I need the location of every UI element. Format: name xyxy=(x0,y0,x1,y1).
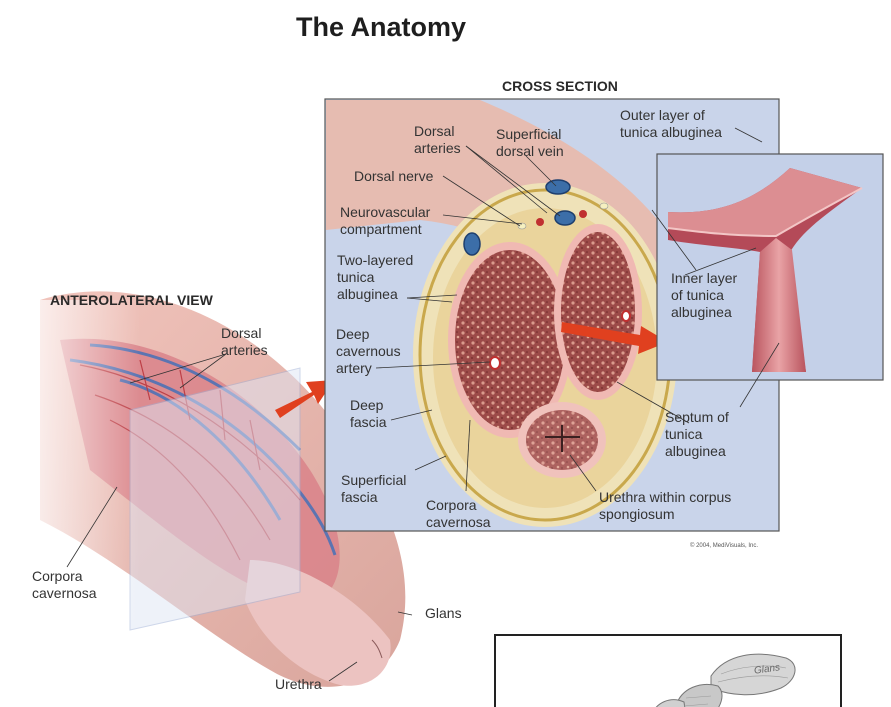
label-urethra: Urethra xyxy=(275,676,322,693)
bottom-figure-frame: Glans xyxy=(494,634,842,707)
cross-section-heading: CROSS SECTION xyxy=(502,78,618,94)
copyright-credit: © 2004, MediVisuals, Inc. xyxy=(690,543,758,549)
label-glans: Glans xyxy=(425,605,462,622)
anterolateral-view-heading: ANTEROLATERAL VIEW xyxy=(50,292,213,308)
inset-panel xyxy=(657,154,883,380)
bottom-figure-sketch xyxy=(496,636,840,707)
label-dorsal-nerve: Dorsal nerve xyxy=(354,168,433,185)
